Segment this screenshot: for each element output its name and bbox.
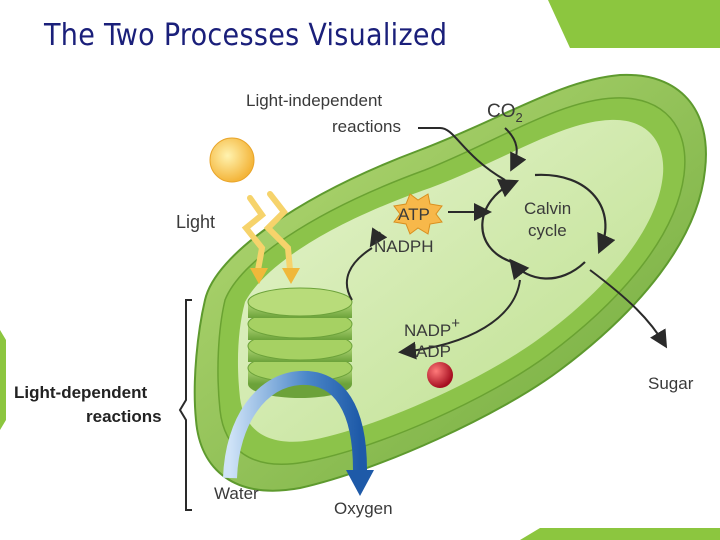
light-ray-icon	[263, 191, 293, 273]
light-ray-icon	[241, 195, 267, 273]
chloroplast	[193, 73, 707, 492]
label-cycle: cycle	[528, 221, 567, 240]
light-arrowhead-icon	[282, 268, 300, 284]
flow-arrows	[345, 127, 668, 360]
label-light: Light	[176, 212, 215, 232]
calvin-cycle-arrows	[481, 173, 616, 281]
left-accent-stroke	[0, 330, 6, 430]
label-nadph: NADPH	[374, 237, 434, 256]
co2-arrow	[504, 127, 527, 172]
light-dependent-bracket	[178, 299, 192, 511]
label-water: Water	[214, 484, 259, 503]
label-light-independent-1: Light-independent	[246, 91, 382, 110]
top-accent-bar	[548, 0, 720, 48]
nadp-return-arrow	[398, 279, 521, 360]
phosphate-icon	[427, 362, 453, 388]
label-calvin: Calvin	[524, 199, 571, 218]
light-source	[209, 137, 300, 284]
light-arrowhead-icon	[250, 268, 268, 284]
label-atp: ATP	[398, 205, 430, 224]
label-light-independent-2: reactions	[332, 117, 401, 136]
oxygen-arrowhead-icon	[346, 470, 374, 496]
water-oxygen-arrow	[223, 370, 374, 496]
light-independent-pointer	[418, 127, 506, 181]
sugar-arrow	[589, 269, 668, 349]
label-sugar: Sugar	[648, 374, 694, 393]
bottom-accent-bar	[520, 528, 720, 540]
sun-icon	[209, 137, 255, 183]
label-light-dependent-1: Light-dependent	[14, 383, 147, 402]
atp-burst-icon	[393, 193, 443, 235]
slide-title: The Two Processes Visualized	[44, 18, 448, 53]
nadph-cycle-arrow	[345, 247, 373, 301]
label-light-dependent-2: reactions	[86, 407, 162, 426]
label-adp: ADP	[416, 342, 451, 361]
label-nadp: NADP+	[404, 315, 460, 340]
label-oxygen: Oxygen	[334, 499, 393, 518]
label-co2: CO2	[487, 101, 523, 125]
